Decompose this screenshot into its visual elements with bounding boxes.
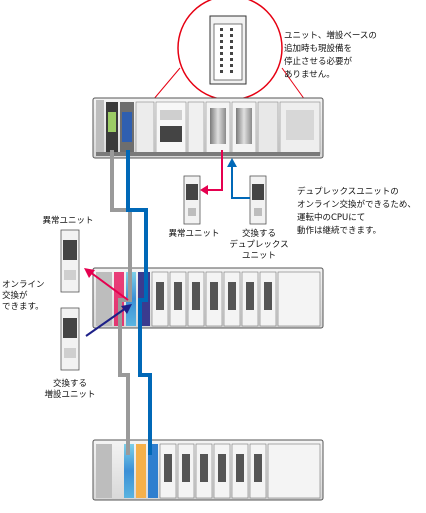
blue-cable xyxy=(126,150,152,455)
label-online-swap: オンライン 交換が できます。 xyxy=(2,280,45,312)
note-expansion-no-stop: ユニット、増設ベースの 追加時も現設備を 停止させる必要が ありません。 xyxy=(284,31,377,80)
note-duplex-online-swap: デュプレックスユニットの オンライン交換ができるため、 運転中のCPUにて 動作… xyxy=(297,187,416,236)
label-swap-duplex-unit: 交換する デュプレックス ユニット xyxy=(229,229,289,261)
red-arrow-top xyxy=(200,150,223,195)
expansion-rack-1 xyxy=(92,267,324,329)
label-abnormal-unit-left: 異常ユニット xyxy=(42,216,94,226)
label-swap-expansion-unit: 交換する 増設ユニット xyxy=(44,379,96,400)
blue-arrow-top xyxy=(227,158,250,199)
gray-cable xyxy=(110,150,132,455)
label-abnormal-unit-top: 異常ユニット xyxy=(168,229,220,239)
pink-arrow-left xyxy=(84,268,129,301)
abnormal-unit-left xyxy=(60,229,80,293)
swap-expansion-unit xyxy=(60,307,80,371)
navy-arrow-left xyxy=(85,304,132,337)
abnormal-unit-top xyxy=(183,175,201,225)
cpu-rack xyxy=(92,97,324,159)
swap-duplex-unit xyxy=(249,175,267,225)
callout-zoom xyxy=(152,0,306,101)
